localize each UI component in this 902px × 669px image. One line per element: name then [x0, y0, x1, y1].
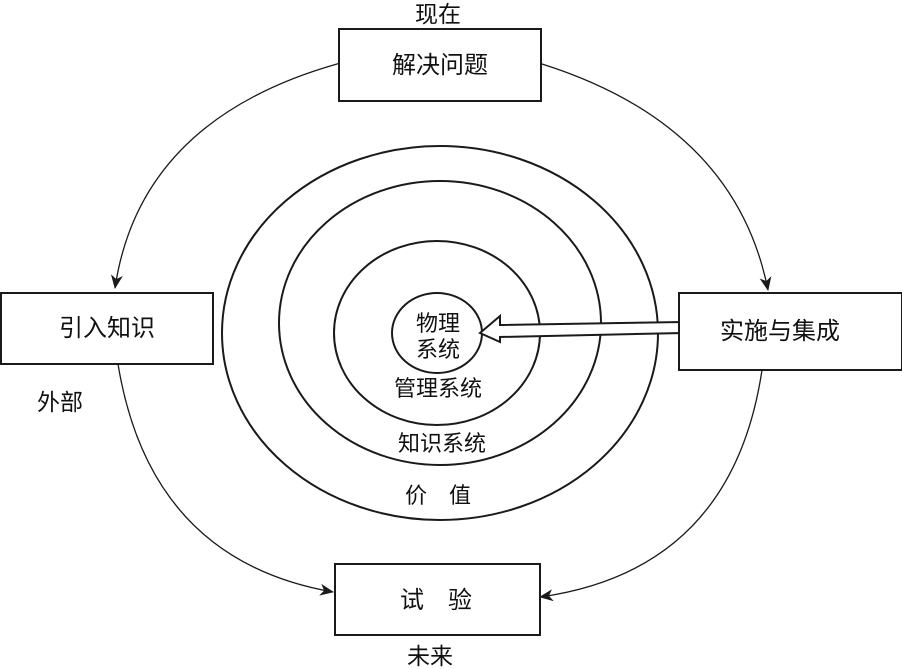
experiment-label: 试 验 [400, 586, 472, 614]
experiment-box [334, 563, 541, 636]
knowledge-system-label: 知识系统 [398, 432, 486, 457]
management-system-label: 管理系统 [394, 377, 482, 402]
introduce-knowledge-label: 引入知识 [59, 314, 155, 342]
physical-system-label-line1: 物理 [416, 312, 460, 337]
physical-system-label-line2: 系统 [416, 338, 460, 363]
implement-integrate-box [678, 292, 902, 371]
implement-integrate-label: 实施与集成 [720, 317, 840, 345]
arrow-introduce-experiment [109, 350, 334, 596]
solve-problem-box [338, 28, 542, 102]
external-label: 外部 [37, 390, 83, 416]
arrow-implement-experiment [539, 356, 770, 602]
future-label: 未来 [407, 644, 453, 669]
value-label: 价 值 [405, 484, 471, 509]
arrow-solve-implement [527, 54, 772, 291]
arrow-solve-introduce [110, 54, 352, 289]
present-label: 现在 [415, 2, 461, 28]
introduce-knowledge-box [0, 292, 214, 365]
solve-problem-label: 解决问题 [392, 51, 488, 79]
hollow-arrow-to-core [478, 313, 684, 344]
